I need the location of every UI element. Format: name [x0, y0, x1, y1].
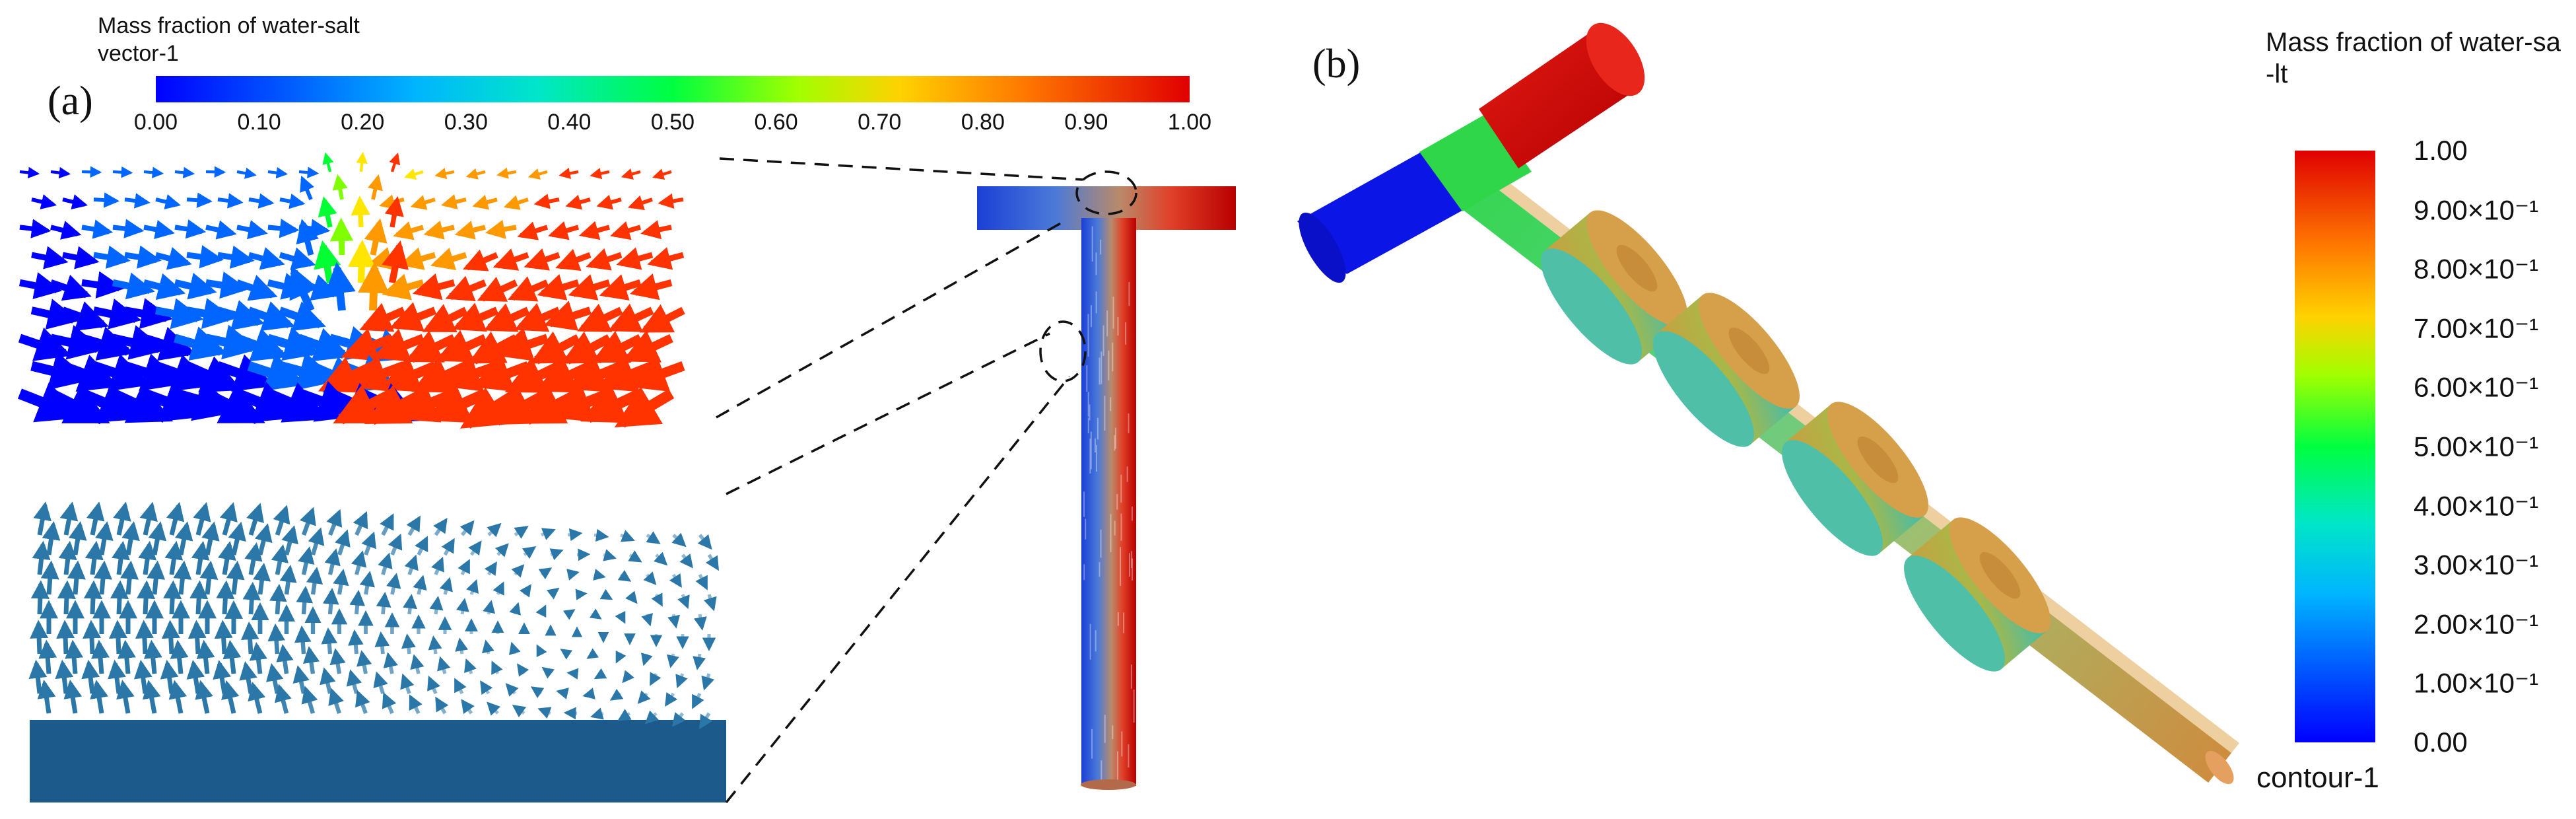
colorbar-b-tick: 1.00: [2414, 135, 2468, 166]
colorbar-b-tick: 1.00×10⁻¹: [2414, 667, 2539, 699]
colorbar-b-tick: 5.00×10⁻¹: [2414, 431, 2539, 462]
panel-b-label: (b): [1312, 42, 1361, 87]
colorbar-b-tick: 4.00×10⁻¹: [2414, 490, 2539, 522]
colorbar-b-tick: 9.00×10⁻¹: [2414, 194, 2539, 226]
colorbar-a-tick-labels: 0.00 0.10 0.20 0.30 0.40 0.50 0.60 0.70 0.80 0.90…: [0, 110, 2576, 139]
colorbar-b-tick: 6.00×10⁻¹: [2414, 371, 2539, 403]
colorbar-a-tick: 0.60: [754, 110, 798, 135]
colorbar-b-title: Mass fraction of water-sa -lt: [2266, 28, 2561, 89]
pipe-3d-contour: [1297, 22, 2239, 785]
colorbar-a-tick: 0.70: [858, 110, 902, 135]
colorbar-a-tick: 1.00: [1167, 110, 1212, 135]
colorbar-b-tick-labels: 1.00 9.00×10⁻¹ 8.00×10⁻¹ 7.00×10⁻¹ 6.00×10⁻¹…: [2414, 0, 2572, 819]
colorbar-a-tick: 0.80: [961, 110, 1005, 135]
zoom-inset-bottom: [28, 501, 726, 802]
colorbar-a-tick: 0.00: [133, 110, 178, 135]
panel-a-label: (a): [48, 79, 93, 124]
colorbar-b-tick: 8.00×10⁻¹: [2414, 253, 2539, 285]
colorbar-a-tick: 0.10: [237, 110, 281, 135]
colorbar-a-title: Mass fraction of water-salt vector-1: [98, 13, 360, 66]
colorbar-b-tick: 2.00×10⁻¹: [2414, 608, 2539, 640]
colorbar-b-tick: 7.00×10⁻¹: [2414, 312, 2539, 344]
colorbar-a-tick: 0.40: [547, 110, 592, 135]
colorbar-a-tick: 0.30: [444, 110, 488, 135]
colorbar-b-footer: contour-1: [2256, 762, 2379, 794]
colorbar-a-tick: 0.20: [341, 110, 385, 135]
colorbar-b-tick: 3.00×10⁻¹: [2414, 549, 2539, 581]
zoom-inset-top: [15, 151, 714, 429]
colorbar-b-tick: 0.00: [2414, 727, 2468, 758]
colorbar-a-tick: 0.50: [650, 110, 695, 135]
colorbar-b: [2295, 151, 2375, 742]
colorbar-a-tick: 0.90: [1064, 110, 1108, 135]
colorbar-a: [156, 76, 1190, 102]
zoom-markers: [716, 157, 1137, 804]
t-pipe-vector-field: [977, 186, 1236, 795]
